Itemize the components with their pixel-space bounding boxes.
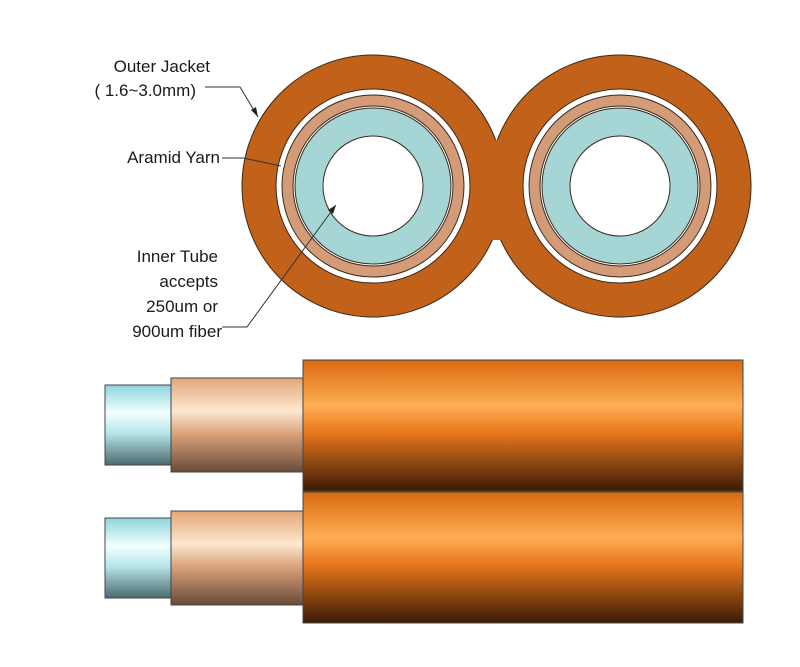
inner-tube-segment bbox=[104, 517, 173, 599]
cross-section bbox=[241, 54, 752, 318]
label-outer-jacket: Outer Jacket bbox=[114, 57, 211, 76]
cable-bottom bbox=[104, 491, 744, 624]
jacket-segment bbox=[302, 359, 744, 492]
aramid-segment bbox=[170, 377, 305, 473]
fiber-unit-right bbox=[522, 88, 718, 284]
leader-lines bbox=[205, 86, 337, 328]
jacket-segment bbox=[302, 491, 744, 624]
label-inner-tube-line3: 250um or bbox=[146, 297, 218, 316]
leader-outer-jacket bbox=[205, 86, 259, 118]
leader-aramid-yarn bbox=[222, 157, 282, 167]
labels: Outer Jacket ( 1.6~3.0mm) Aramid Yarn In… bbox=[94, 57, 222, 341]
label-inner-tube-line4: 900um fiber bbox=[132, 322, 222, 341]
label-aramid-yarn: Aramid Yarn bbox=[127, 148, 220, 167]
cable-top bbox=[104, 359, 744, 492]
arrow-inner-tube bbox=[328, 205, 336, 214]
fiber-unit-left bbox=[275, 88, 471, 284]
leader-inner-tube bbox=[222, 204, 337, 328]
side-view bbox=[104, 359, 744, 624]
aramid-segment bbox=[170, 510, 305, 606]
arrow-outer-jacket bbox=[251, 107, 258, 117]
inner-tube-segment bbox=[104, 384, 173, 466]
label-outer-jacket-size: ( 1.6~3.0mm) bbox=[94, 81, 196, 100]
label-inner-tube-line1: Inner Tube bbox=[137, 247, 218, 266]
label-inner-tube-line2: accepts bbox=[159, 272, 218, 291]
